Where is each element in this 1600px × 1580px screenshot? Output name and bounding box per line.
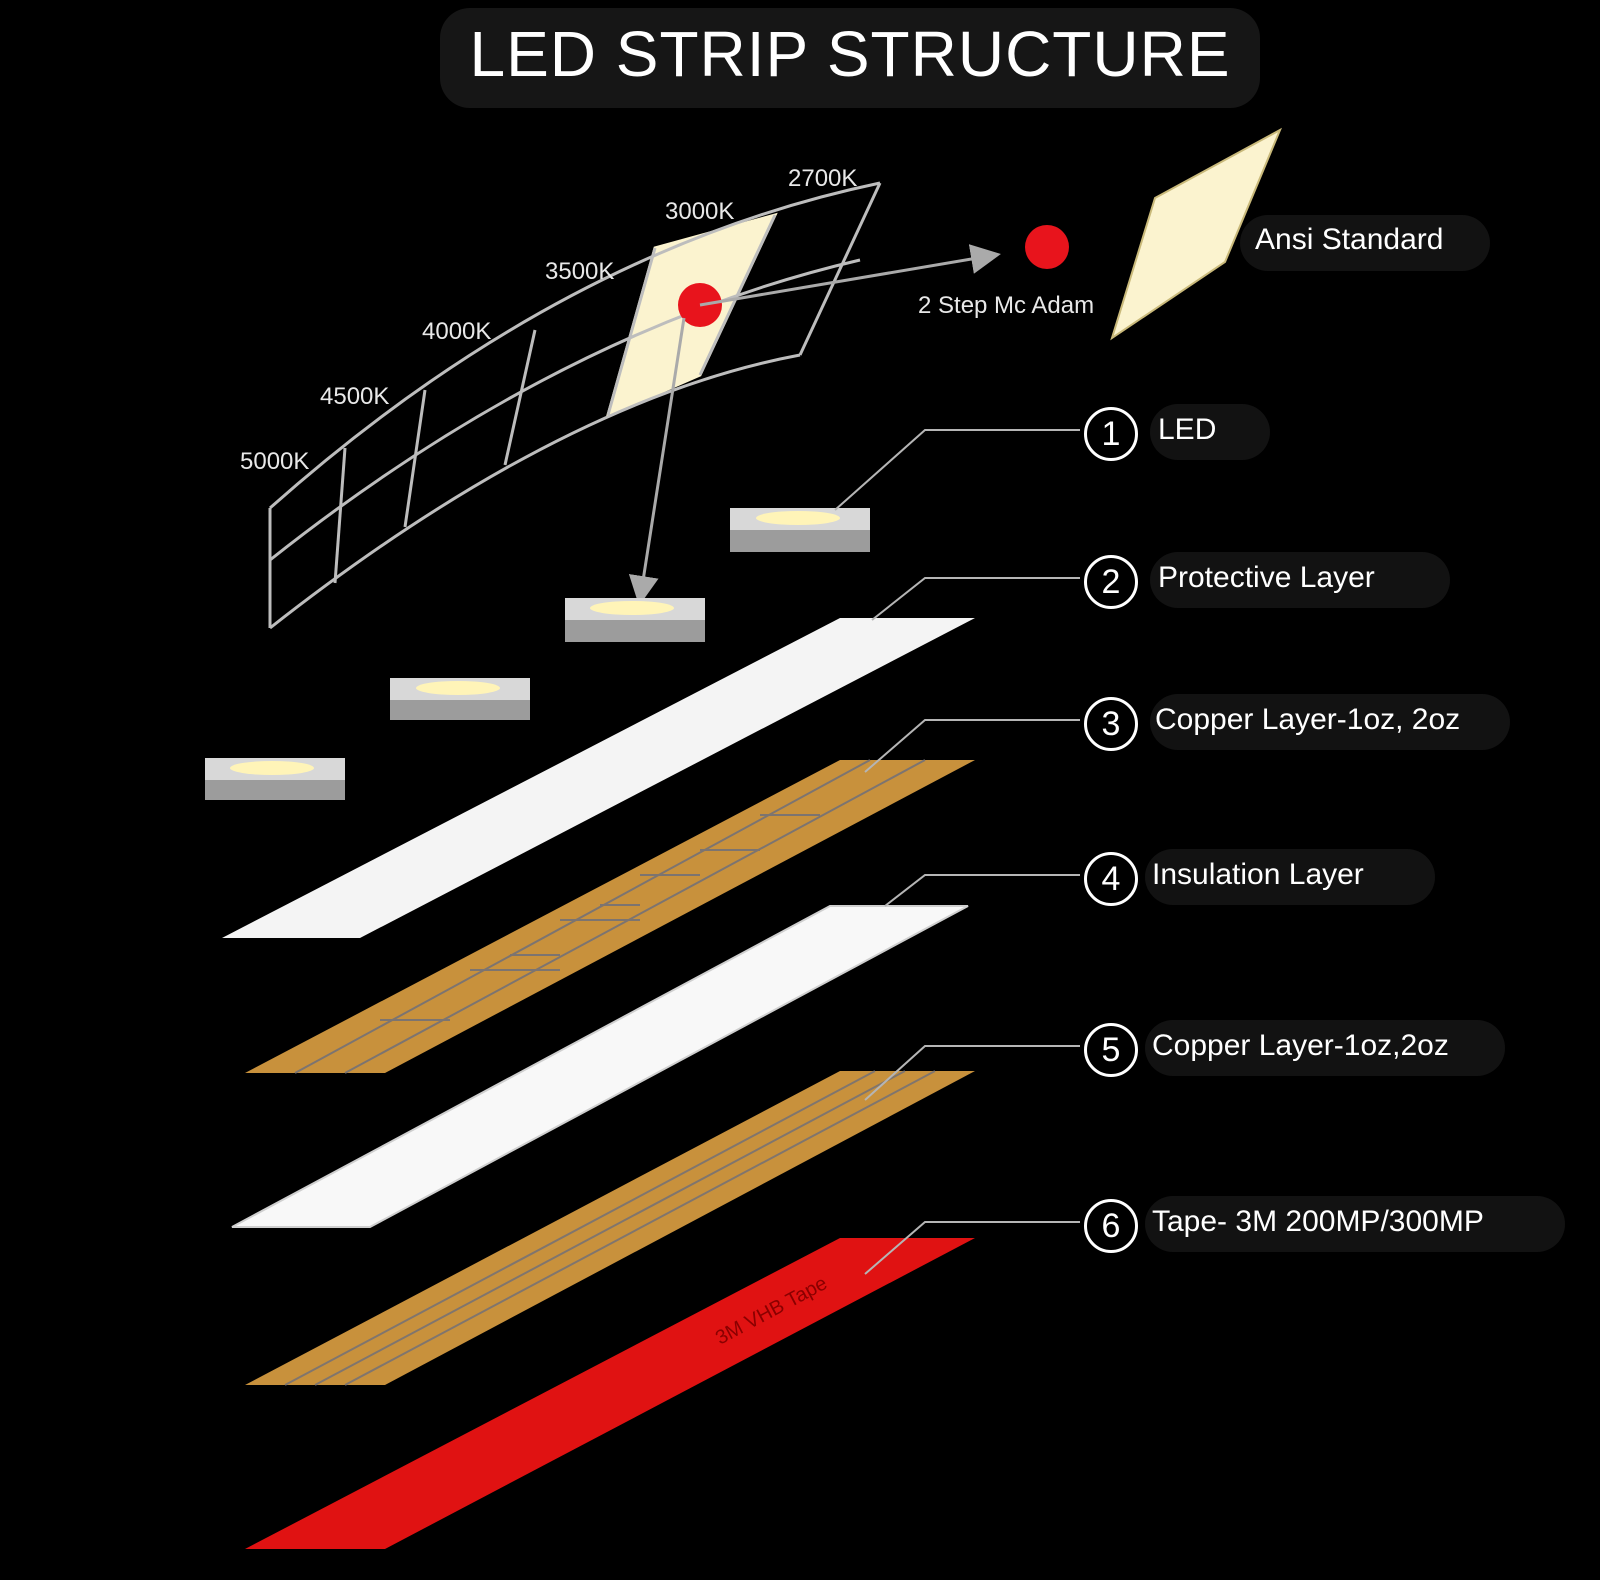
led-arrow	[628, 317, 686, 606]
led-chip	[205, 758, 345, 800]
macadam-red-dot	[1025, 225, 1069, 269]
layer-1-label: LED	[1158, 413, 1217, 446]
leader-lines	[834, 429, 1080, 1275]
led-chip	[390, 678, 530, 720]
layer-2-label-background	[1150, 552, 1450, 608]
cct-label-3000k: 3000K	[665, 198, 735, 225]
cct-label-3500k: 3500K	[545, 258, 615, 285]
layer-5-label-background	[1145, 1020, 1505, 1076]
cct-label-2700k: 2700K	[788, 165, 858, 192]
led-chip	[730, 508, 870, 552]
ansi-label: Ansi Standard	[1255, 223, 1444, 256]
macadam-label: 2 Step Mc Adam	[918, 292, 1095, 319]
tape-layer-strip	[245, 1238, 975, 1549]
ansi-label-background	[1240, 215, 1490, 271]
macadam-arrow	[699, 244, 1001, 307]
layer-1-label-background	[1150, 404, 1270, 460]
layer-4-number: 4	[1084, 852, 1138, 906]
title-background	[440, 8, 1260, 108]
layer-4-label-background	[1145, 849, 1435, 905]
layer-3-label: Copper Layer-1oz, 2oz	[1155, 703, 1461, 736]
ansi-standard-quad	[1110, 127, 1283, 341]
protective-layer-strip	[222, 618, 975, 938]
cct-label-5000k: 5000K	[240, 448, 310, 475]
layer-3-number: 3	[1084, 697, 1138, 751]
page-title: LED STRIP STRUCTURE	[469, 18, 1231, 90]
layer-6-number: 6	[1084, 1199, 1138, 1253]
layer-3-label-background	[1150, 694, 1510, 750]
led-chips	[205, 508, 870, 800]
led-chip	[565, 598, 705, 642]
layer-6-label: Tape- 3M 200MP/300MP	[1152, 1205, 1484, 1238]
copper-layer-top-strip	[245, 759, 975, 1074]
layer-2-label: Protective Layer	[1158, 561, 1375, 594]
layer-5-number: 5	[1084, 1023, 1138, 1077]
layer-6-label-background	[1145, 1196, 1565, 1252]
layer-4-label: Insulation Layer	[1152, 858, 1364, 891]
cct-label-4000k: 4000K	[422, 318, 492, 345]
cct-label-4500k: 4500K	[320, 383, 390, 410]
insulation-layer-strip	[231, 905, 969, 1228]
copper-layer-bottom-strip	[245, 1070, 975, 1386]
layer-2-number: 2	[1084, 555, 1138, 609]
layer-5-label: Copper Layer-1oz,2oz	[1152, 1029, 1449, 1062]
layer-1-number: 1	[1084, 407, 1138, 461]
